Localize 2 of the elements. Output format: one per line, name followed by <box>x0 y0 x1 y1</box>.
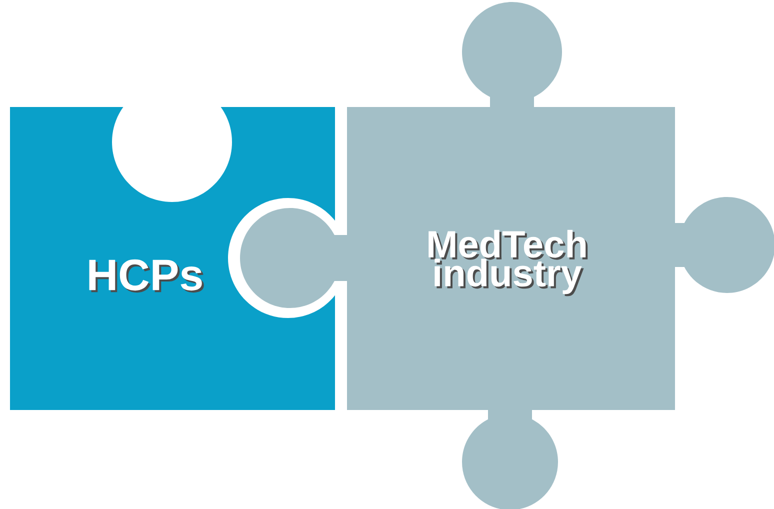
puzzle-piece: MedTech industry <box>240 2 774 509</box>
puzzle-piece: HCPs <box>10 82 348 410</box>
